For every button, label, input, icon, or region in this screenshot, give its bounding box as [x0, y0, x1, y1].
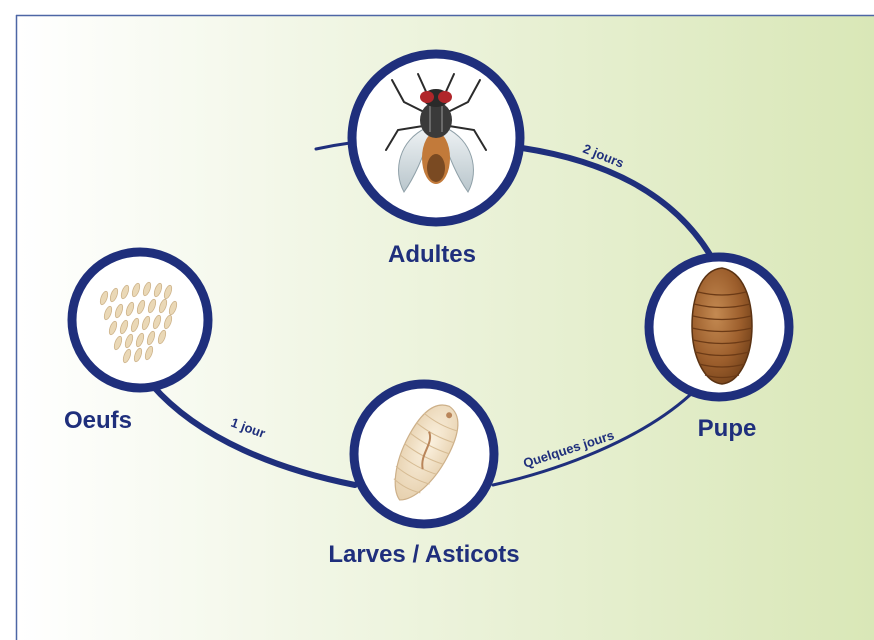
stage-label-adultes: Adultes [388, 241, 476, 268]
pupa-icon [692, 268, 752, 384]
stage-label-pupe: Pupe [698, 415, 757, 442]
node-eggs-ring [72, 252, 208, 388]
stage-label-larves-asticots: Larves / Asticots [328, 541, 519, 568]
stage-label-oeufs: Oeufs [64, 407, 132, 434]
